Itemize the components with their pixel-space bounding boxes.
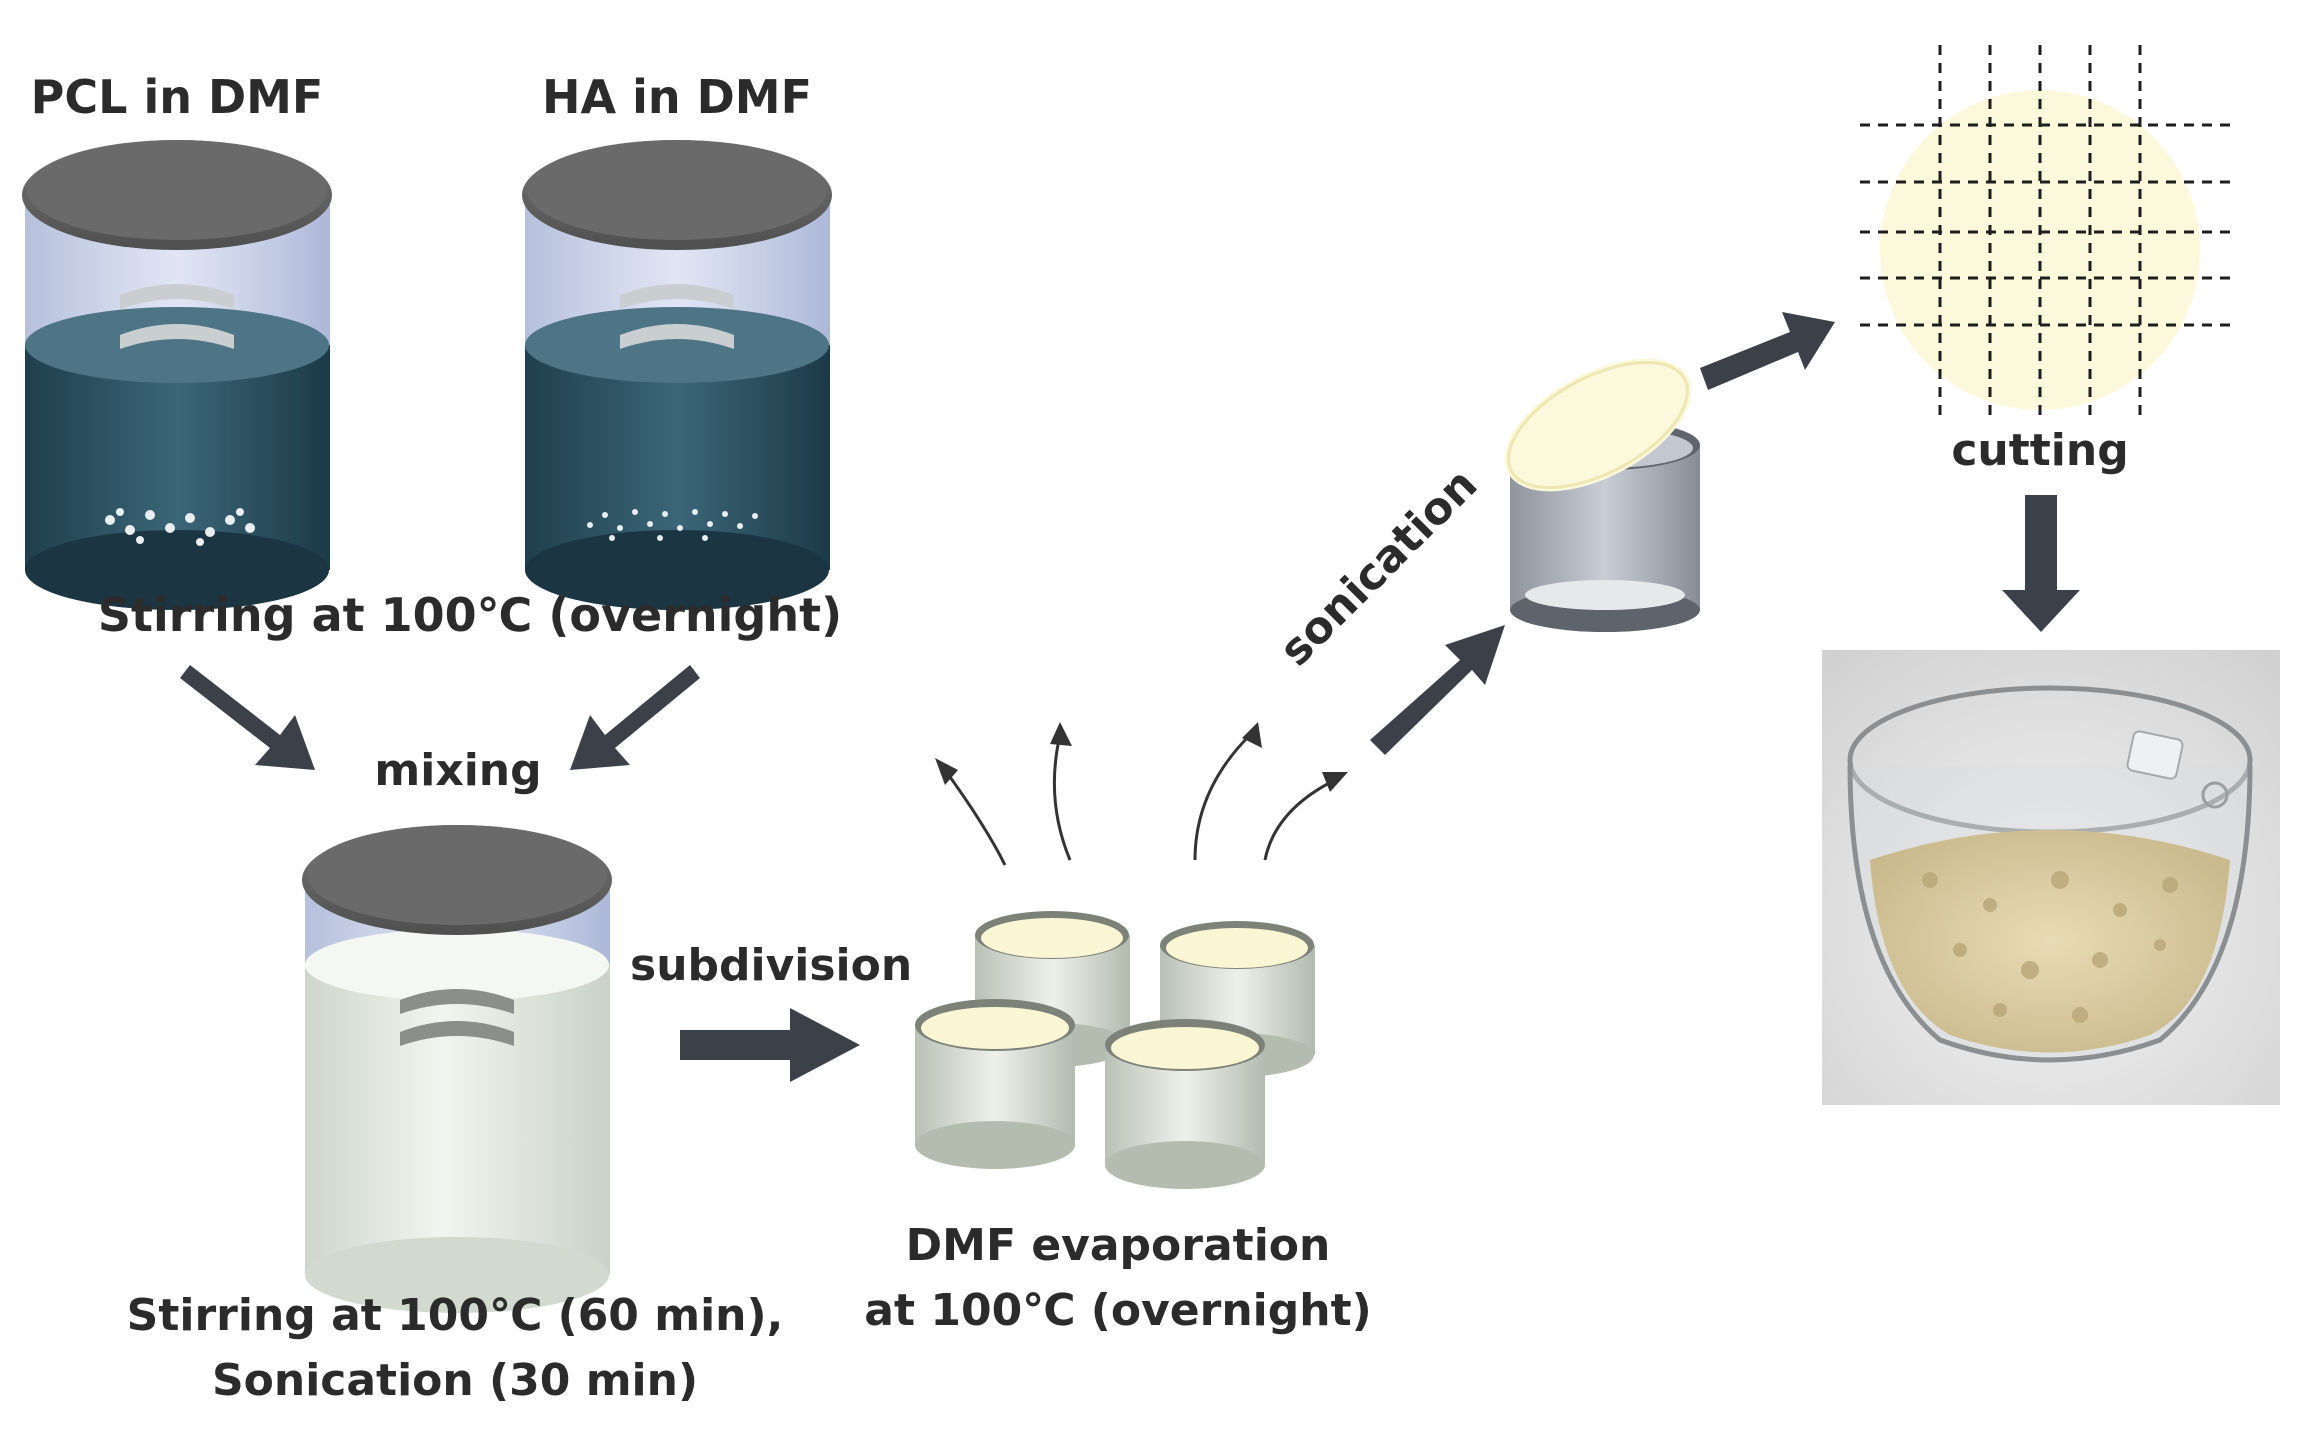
arrow-to-cutting — [1700, 312, 1835, 390]
beaker-ha — [522, 140, 832, 610]
label-ha-in-dmf: HA in DMF — [541, 70, 813, 124]
beaker-pcl — [22, 140, 332, 610]
label-dmf-evaporation: DMF evaporation — [905, 1220, 1331, 1271]
label-at-100c-overnight: at 100℃ (overnight) — [864, 1285, 1372, 1336]
label-stirring-overnight: Stirring at 100℃ (overnight) — [97, 588, 843, 642]
label-sonication-30min: Sonication (30 min) — [211, 1355, 699, 1406]
cutting-grid — [1860, 45, 2230, 415]
vapor-arrows — [943, 733, 1336, 866]
arrow-pcl-to-mix — [180, 665, 315, 770]
sonication-cup — [1504, 358, 1700, 632]
beaker-mixed — [302, 825, 612, 1313]
arrow-ha-to-mix — [570, 665, 700, 770]
product-photo — [1822, 650, 2280, 1105]
label-cutting: cutting — [1951, 425, 2129, 476]
label-stirring-60min: Stirring at 100℃ (60 min), — [126, 1290, 784, 1341]
arrow-sonication — [1370, 625, 1505, 755]
vapor-arrowheads — [935, 722, 1348, 792]
label-mixing: mixing — [374, 745, 542, 796]
evaporation-dishes — [915, 911, 1315, 1189]
arrow-down — [2002, 495, 2080, 632]
label-pcl-in-dmf: PCL in DMF — [30, 70, 324, 124]
arrow-subdivision — [680, 1008, 860, 1082]
label-subdivision: subdivision — [630, 940, 913, 991]
